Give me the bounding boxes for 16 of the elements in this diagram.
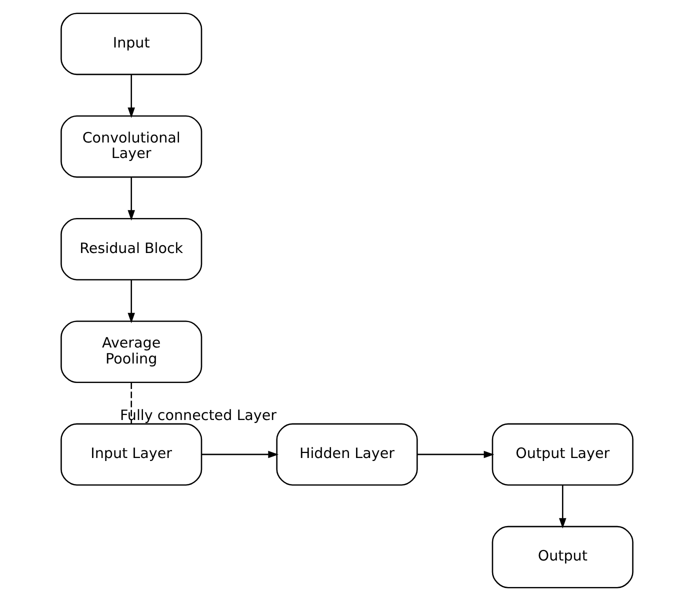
node-box: Input Layer bbox=[60, 423, 202, 486]
node-label: Fully connected Layer bbox=[120, 408, 277, 424]
arrow bbox=[202, 450, 279, 458]
arrow bbox=[559, 485, 566, 528]
node-box: Hidden Layer bbox=[276, 423, 418, 486]
node-box: Output Layer bbox=[492, 423, 634, 486]
arrow bbox=[417, 450, 494, 458]
arrow bbox=[128, 177, 135, 221]
arrow bbox=[128, 280, 135, 324]
node-box: Average Pooling bbox=[60, 320, 202, 383]
connector bbox=[130, 382, 132, 424]
node-box: Input bbox=[60, 12, 202, 76]
node-box: Residual Block bbox=[60, 218, 202, 280]
node-box: Output bbox=[492, 526, 634, 588]
arrow bbox=[128, 74, 135, 118]
node-box: Convolutional Layer bbox=[60, 115, 202, 178]
